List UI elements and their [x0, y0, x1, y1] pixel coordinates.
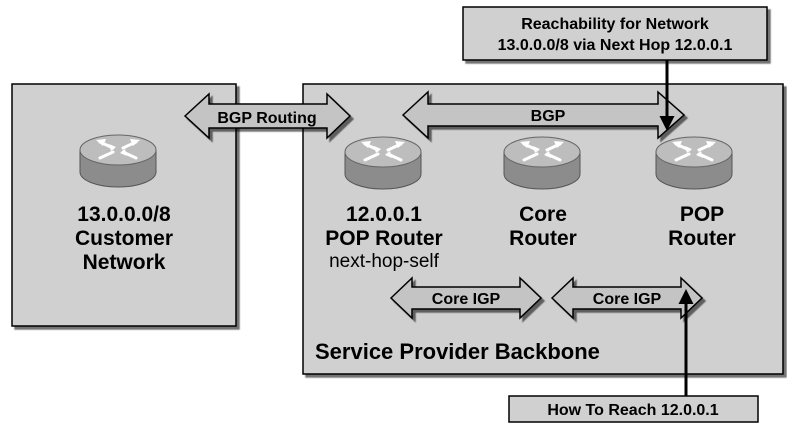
pop-router-2-label-1: POP	[680, 203, 724, 226]
core-router-icon	[502, 135, 582, 191]
pop-router-1-label: POP Router	[325, 227, 442, 250]
customer-network-label-1: Customer	[75, 227, 173, 250]
bgp-routing-arrow	[183, 92, 352, 140]
core-router-label-2: Router	[509, 227, 577, 250]
core-igp-left-label: Core IGP	[432, 291, 501, 308]
pop-router-2-icon	[654, 135, 734, 191]
bgp-routing-label: BGP Routing	[217, 110, 316, 127]
reachability-callout-line1: Reachability for Network	[521, 16, 709, 33]
reachability-callout	[462, 6, 768, 61]
core-igp-right-label: Core IGP	[593, 291, 662, 308]
customer-router-icon	[78, 133, 158, 189]
customer-network-label-2: Network	[83, 251, 166, 274]
pop-router-1-address: 12.0.0.1	[346, 203, 422, 226]
bgp-label: BGP	[531, 108, 566, 125]
pop-router-1-note: next-hop-self	[329, 251, 440, 272]
reachability-callout-line2: 13.0.0.0/8 via Next Hop 12.0.0.1	[498, 37, 733, 54]
customer-network-prefix: 13.0.0.0/8	[77, 203, 171, 226]
core-igp-arrow-right	[550, 276, 704, 320]
core-router-label-1: Core	[519, 203, 567, 226]
pop-router-2-label-2: Router	[668, 227, 736, 250]
backbone-region	[302, 83, 784, 375]
core-igp-arrow-left	[389, 276, 543, 320]
backbone-title: Service Provider Backbone	[315, 339, 600, 364]
reach-callout-label: How To Reach 12.0.0.1	[547, 402, 718, 419]
reach-callout	[508, 395, 759, 423]
bgp-arrow	[401, 90, 686, 140]
pop-router-1-icon	[343, 135, 423, 191]
